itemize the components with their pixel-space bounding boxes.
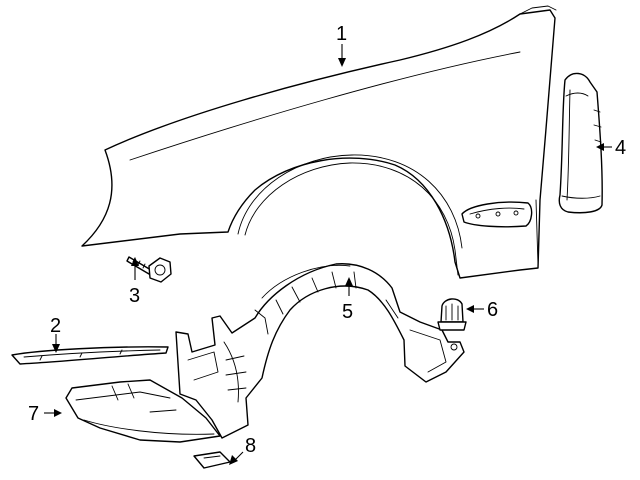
part-1-fender[interactable] <box>81 5 557 279</box>
part-6-plug[interactable] <box>437 298 467 331</box>
part-5-fender-liner[interactable] <box>175 263 465 439</box>
part-2-seal-strip[interactable] <box>11 346 169 365</box>
callout-labels: 1 2 3 4 5 6 7 8 <box>28 23 626 457</box>
callout-5: 5 <box>342 301 353 323</box>
part-3-bolt[interactable] <box>126 256 172 283</box>
callout-8: 8 <box>245 435 256 457</box>
callout-1: 1 <box>336 23 347 45</box>
callout-2: 2 <box>50 315 61 337</box>
callout-7: 7 <box>28 403 39 425</box>
part-7-splash-shield[interactable] <box>65 379 221 443</box>
part-4-trim-panel[interactable] <box>558 72 603 214</box>
callout-4: 4 <box>615 137 626 159</box>
callout-3: 3 <box>129 285 140 307</box>
callout-leaders <box>44 44 612 465</box>
callout-6: 6 <box>487 299 498 321</box>
part-8-clip[interactable] <box>193 451 231 469</box>
